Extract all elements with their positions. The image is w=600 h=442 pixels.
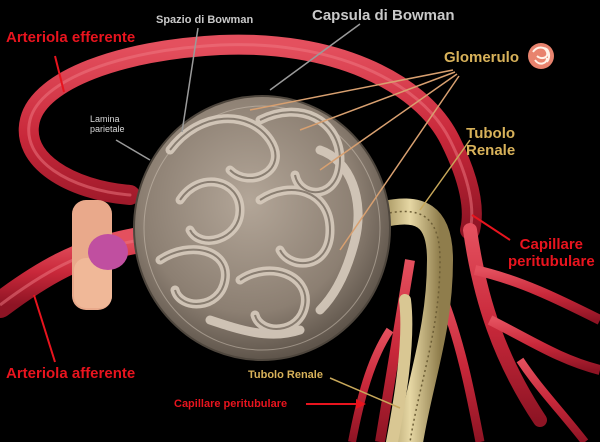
- capsula-bowman-leader: [269, 23, 361, 91]
- glomerulo-leader-4: [339, 75, 460, 251]
- tubolo-renale-bottom-leader: [329, 377, 401, 409]
- glomerulo-leader-3: [319, 73, 458, 171]
- capillare-right-leader: [471, 214, 511, 241]
- capillare-peritubulare-right-line1: Capillare: [519, 236, 584, 253]
- capsula-bowman-label: Capsula di Bowman: [312, 7, 455, 24]
- peritubular-capillary-vessel: [463, 223, 547, 427]
- tubolo-renale-top-line1: Tubolo: [466, 125, 516, 142]
- lamina-parietale-label: Lamina parietale: [90, 114, 125, 135]
- capillare-peritubulare-bottom-label: Capillare peritubulare: [174, 398, 288, 410]
- tubolo-renale-top-line2: Renale: [466, 141, 516, 159]
- bowman-capsule: [133, 95, 391, 361]
- tubolo-renale-top-label: Tubolo Renale: [466, 125, 516, 159]
- lamina-parietale-line1: Lamina: [90, 114, 120, 124]
- tubolo-renale-top-leader: [419, 139, 471, 211]
- arteriola-afferente-label: Arteriola afferente: [6, 365, 136, 382]
- arteriola-afferente-leader: [33, 294, 56, 363]
- lamina-parietale-line2: parietale: [90, 123, 125, 134]
- glomerulo-leader-1: [249, 69, 454, 111]
- juxtaglomerular-cells: [88, 234, 128, 270]
- capillare-peritubulare-right-label: Capillare peritubulare: [508, 236, 595, 270]
- spazio-bowman-leader: [181, 27, 199, 133]
- glomerulo-label: Glomerulo: [444, 49, 520, 66]
- arteriola-efferente-leader: [54, 55, 65, 93]
- lamina-parietale-leader: [115, 139, 151, 161]
- glomerulo-leader-2: [299, 71, 456, 131]
- arteriola-efferente-label: Arteriola efferente: [6, 29, 136, 46]
- spazio-bowman-label: Spazio di Bowman: [156, 14, 254, 26]
- glomerulus-icon: [528, 43, 554, 69]
- tubolo-renale-bottom-label: Tubolo Renale: [248, 369, 323, 381]
- capillare-peritubulare-right-line2: peritubulare: [508, 252, 595, 270]
